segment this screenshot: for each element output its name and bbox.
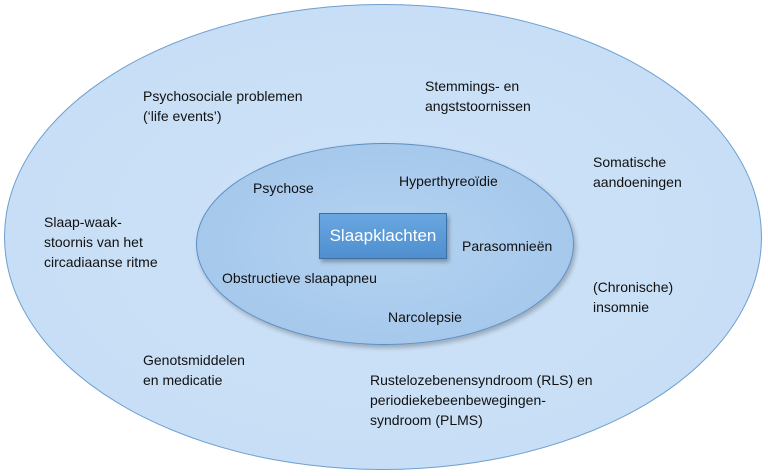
outer-item: Psychosociale problemen (‘life events’) xyxy=(143,88,303,124)
outer-item: Stemmings- en angststoornissen xyxy=(425,78,531,114)
center-label: Slaapklachten xyxy=(329,226,437,245)
outer-item: Slaap-waak- stoornis van het circadiaans… xyxy=(44,214,158,270)
outer-item: Genotsmiddelen en medicatie xyxy=(143,352,245,388)
inner-item: Psychose xyxy=(253,180,314,196)
outer-item: (Chronische) insomnie xyxy=(593,279,674,315)
inner-item: Hyperthyreoïdie xyxy=(399,173,498,189)
outer-item: Somatische aandoeningen xyxy=(593,154,682,190)
center-box: Slaapklachten xyxy=(319,213,447,259)
inner-item: Narcolepsie xyxy=(388,309,462,325)
outer-item: Rustelozebenensyndroom (RLS) en periodie… xyxy=(370,372,593,428)
inner-item: Parasomnieën xyxy=(462,238,553,254)
inner-item: Obstructieve slaapapneu xyxy=(222,270,377,286)
